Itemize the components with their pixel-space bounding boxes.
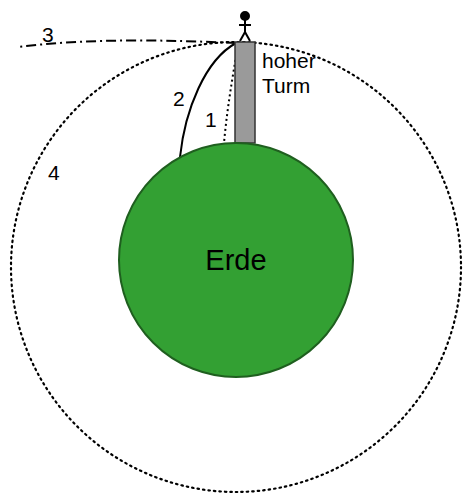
tower xyxy=(235,42,255,143)
throw-path xyxy=(180,43,236,157)
callout-number: 2 xyxy=(173,86,203,111)
tower-label: hoher Turm xyxy=(262,48,342,98)
person-figure xyxy=(239,12,251,41)
earth-circle: Erde xyxy=(118,142,354,378)
node-label: Erde xyxy=(205,244,266,277)
callout-number: 4 xyxy=(48,160,78,185)
orbit-path xyxy=(11,42,461,492)
callout-number: 1 xyxy=(205,107,225,132)
callout-number: 3 xyxy=(42,22,72,47)
